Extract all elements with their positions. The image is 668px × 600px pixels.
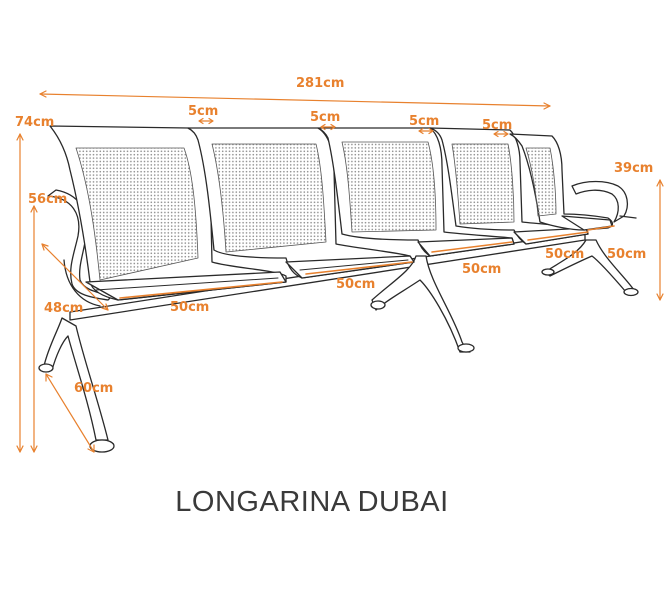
product-title: LONGARINA DUBAI xyxy=(175,486,448,518)
right-leg-foot-front xyxy=(541,268,555,276)
backrest-height-label: 56cm xyxy=(28,192,67,207)
total-height-label: 74cm xyxy=(15,115,54,130)
left-leg xyxy=(43,317,109,441)
seat-width-label-3: 50cm xyxy=(462,262,501,277)
seat-1 xyxy=(49,125,287,301)
gap-label-3: 5cm xyxy=(409,114,439,129)
seat-width-label-2: 50cm xyxy=(336,277,375,292)
seat-width-label-1: 50cm xyxy=(170,300,209,315)
gap-label-2: 5cm xyxy=(310,110,340,125)
seat-width-lines xyxy=(119,225,615,299)
base-depth-label: 60cm xyxy=(74,381,113,396)
gap-arrows xyxy=(198,117,509,138)
seat-depth-label: 48cm xyxy=(44,301,83,316)
total-height-line xyxy=(16,133,24,453)
right-armrest xyxy=(571,180,629,223)
base-depth-line xyxy=(45,373,95,453)
bench-drawing xyxy=(38,125,639,453)
total-width-label: 281cm xyxy=(296,76,344,91)
seat-2 xyxy=(187,127,415,279)
support-beam xyxy=(69,231,586,321)
seat-width-label-4: 50cm xyxy=(545,247,584,262)
gap-label-1: 5cm xyxy=(188,104,218,119)
dimension-lines xyxy=(16,90,664,453)
total-width-line xyxy=(39,90,551,110)
dimension-labels: 281cm 74cm 56cm 48cm 60cm 39cm 5cm 5cm 5… xyxy=(15,76,653,396)
seat-3 xyxy=(317,127,515,257)
gap-label-4: 5cm xyxy=(482,118,512,133)
right-leg-foot xyxy=(623,287,639,297)
seat-depth-line xyxy=(41,243,109,311)
seat-width-label-5: 50cm xyxy=(607,247,646,262)
seat-5 xyxy=(509,133,614,231)
left-leg-foot-back xyxy=(38,363,54,373)
center-leg-foot xyxy=(457,343,475,353)
seat-height-line xyxy=(656,179,664,301)
center-leg-foot-front xyxy=(370,300,386,310)
backrest-height-line xyxy=(30,205,38,453)
seat-height-label: 39cm xyxy=(614,161,653,176)
